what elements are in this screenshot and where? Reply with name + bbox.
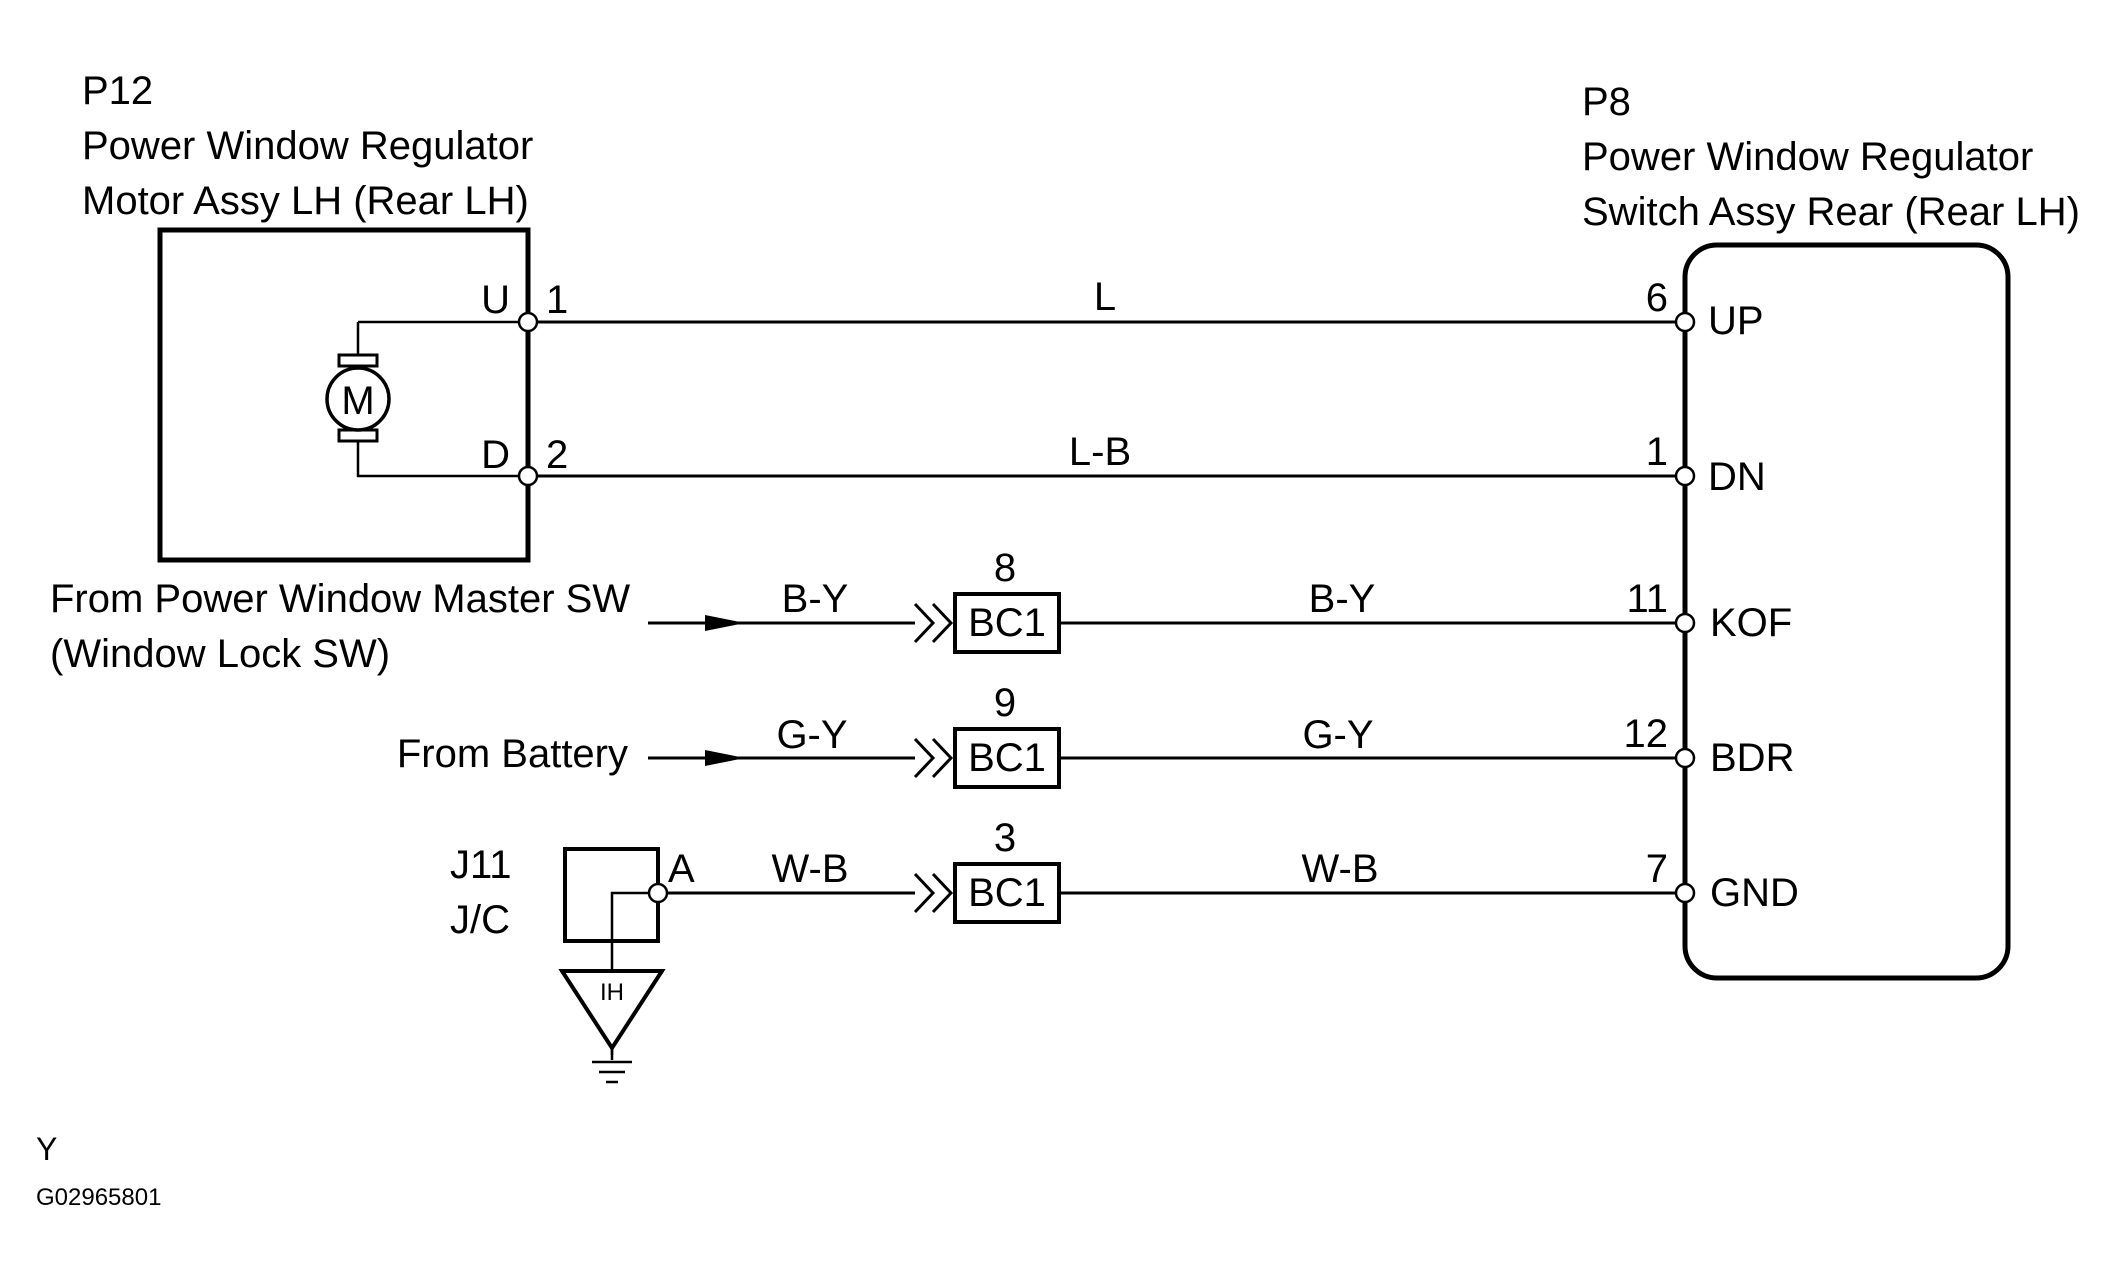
junction-name: J/C bbox=[450, 898, 510, 942]
connector-row-2: G-Y BC1 9 G-Y bbox=[648, 681, 1685, 789]
motor-pin-down-label: D bbox=[481, 433, 510, 477]
motor-pin-up-number: 1 bbox=[546, 278, 568, 322]
switch-pin-label: GND bbox=[1710, 871, 1799, 915]
switch-component: P8 Power Window Regulator Switch Assy Re… bbox=[1582, 80, 2080, 981]
connector-row-3: W-B BC1 3 W-B bbox=[658, 816, 1685, 924]
connector-pin: 9 bbox=[994, 681, 1016, 725]
motor-icon: M bbox=[325, 353, 391, 443]
wire-in-color: W-B bbox=[771, 847, 848, 891]
wire-out-color: W-B bbox=[1301, 847, 1378, 891]
motor-box bbox=[157, 227, 531, 563]
connector-row-1: B-Y BC1 8 B-Y bbox=[648, 546, 1685, 654]
connector-box bbox=[953, 592, 1061, 654]
source-master-sw-line1: From Power Window Master SW bbox=[50, 577, 630, 621]
switch-pin-label: UP bbox=[1708, 299, 1764, 343]
connector-box bbox=[953, 862, 1061, 924]
motor-symbol: M bbox=[341, 379, 374, 423]
motor-code: P12 bbox=[82, 69, 153, 113]
connector-chevron-icon bbox=[913, 872, 954, 914]
junction-code: J11 bbox=[450, 843, 512, 887]
connector-chevron-icon bbox=[913, 602, 954, 644]
switch-pin-label: KOF bbox=[1710, 601, 1792, 645]
junction-terminal bbox=[647, 882, 669, 904]
switch-terminal-bdr bbox=[1674, 747, 1696, 769]
connector-name: BC1 bbox=[968, 871, 1046, 915]
source-battery: From Battery bbox=[397, 732, 628, 776]
wire-out-color: G-Y bbox=[1302, 713, 1373, 757]
motor-terminal-up bbox=[517, 311, 539, 333]
switch-pin-number: 7 bbox=[1646, 847, 1668, 891]
motor-name-line1: Power Window Regulator bbox=[82, 124, 533, 168]
wire-out-color: B-Y bbox=[1309, 577, 1376, 621]
wire-up-color: L bbox=[1094, 275, 1116, 319]
connector-name: BC1 bbox=[968, 601, 1046, 645]
junction-component: J11 J/C A IH bbox=[450, 843, 695, 1084]
switch-box bbox=[1682, 242, 2011, 981]
motor-component: P12 Power Window Regulator Motor Assy LH… bbox=[82, 69, 568, 563]
connector-pin: 3 bbox=[994, 816, 1016, 860]
switch-pin-number: 1 bbox=[1646, 430, 1668, 474]
wire-in-color: B-Y bbox=[782, 577, 849, 621]
motor-pin-down-number: 2 bbox=[546, 433, 568, 477]
wire-down-color: L-B bbox=[1069, 430, 1131, 474]
arrow-icon bbox=[705, 615, 745, 631]
motor-pin-up-label: U bbox=[481, 278, 510, 322]
model-code: Y bbox=[36, 1131, 57, 1167]
switch-pin-number: 12 bbox=[1624, 712, 1669, 756]
switch-terminal-gnd bbox=[1674, 882, 1696, 904]
arrow-icon bbox=[705, 750, 745, 766]
connector-pin: 8 bbox=[994, 546, 1016, 590]
switch-code: P8 bbox=[1582, 80, 1631, 124]
switch-terminal-kof bbox=[1674, 612, 1696, 634]
source-master-sw-line2: (Window Lock SW) bbox=[50, 632, 390, 676]
ground-label: IH bbox=[600, 979, 624, 1006]
connector-name: BC1 bbox=[968, 736, 1046, 780]
switch-pin-label: DN bbox=[1708, 455, 1766, 499]
motor-terminal-down bbox=[517, 465, 539, 487]
switch-pin-number: 11 bbox=[1626, 577, 1668, 621]
figure-id: G02965801 bbox=[36, 1184, 161, 1211]
switch-name-line1: Power Window Regulator bbox=[1582, 135, 2033, 179]
switch-pin-number: 6 bbox=[1646, 276, 1668, 320]
ground-icon bbox=[592, 1048, 632, 1084]
switch-terminal-down bbox=[1674, 465, 1696, 487]
motor-lead-down bbox=[356, 440, 527, 478]
connector-chevron-icon bbox=[913, 737, 954, 779]
junction-pin: A bbox=[668, 847, 695, 891]
wire-in-color: G-Y bbox=[776, 713, 847, 757]
ground-point-icon bbox=[558, 969, 666, 1052]
switch-name-line2: Switch Assy Rear (Rear LH) bbox=[1582, 190, 2080, 234]
switch-terminal-up bbox=[1674, 311, 1696, 333]
motor-name-line2: Motor Assy LH (Rear LH) bbox=[82, 179, 529, 223]
switch-pin-label: BDR bbox=[1710, 736, 1794, 780]
